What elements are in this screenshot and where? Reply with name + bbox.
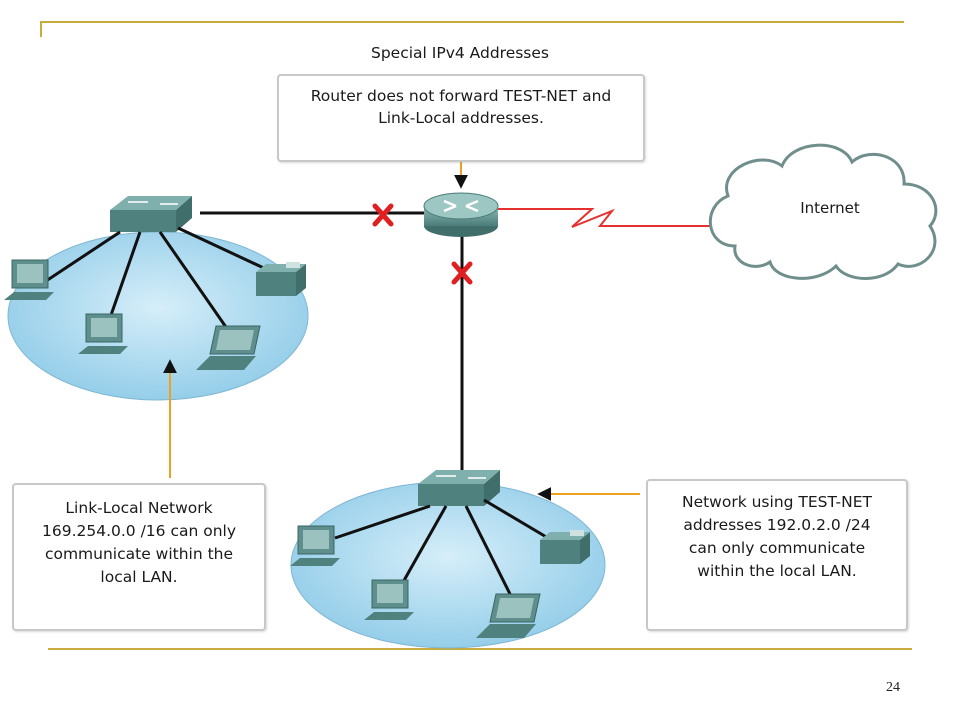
diagram-title: Special IPv4 Addresses xyxy=(371,44,549,62)
test-net-switch-icon xyxy=(418,470,500,506)
link-local-lan-ellipse xyxy=(7,231,309,401)
router-note-line-2: Link-Local addresses. xyxy=(378,109,544,127)
link-local-switch-icon xyxy=(110,196,192,232)
cable xyxy=(483,498,549,540)
page-number: 24 xyxy=(886,680,900,695)
router-note-line-1: Router does not forward TEST-NET and xyxy=(310,87,612,105)
pc-icon xyxy=(364,579,414,620)
frame-top-tick xyxy=(40,21,42,37)
internet-label: Internet xyxy=(800,199,860,217)
printer-icon xyxy=(256,262,306,296)
internet-cloud-icon xyxy=(709,143,938,280)
cable xyxy=(108,231,142,319)
cable xyxy=(158,231,230,331)
printer-icon xyxy=(540,530,590,564)
router-icon xyxy=(423,192,499,237)
frame-top-line xyxy=(40,21,904,23)
pc-icon xyxy=(78,313,128,354)
link-local-note-line-4: local LAN. xyxy=(100,568,178,586)
link-local-note-line-3: communicate within the xyxy=(44,545,234,563)
cable xyxy=(39,230,121,287)
wan-link xyxy=(496,208,712,228)
test-net-note: Network using TEST-NET addresses 192.0.2… xyxy=(646,479,908,631)
laptop-icon xyxy=(476,593,541,638)
pc-icon xyxy=(4,259,54,300)
blocked-test-net-x-icon xyxy=(451,261,473,285)
test-net-note-line-2: addresses 192.0.2.0 /24 xyxy=(683,516,871,534)
blocked-link-local-x-icon xyxy=(372,203,394,227)
cable xyxy=(464,505,514,599)
link-local-note: Link-Local Network 169.254.0.0 /16 can o… xyxy=(12,483,266,631)
link-local-note-line-2: 169.254.0.0 /16 can only xyxy=(41,522,237,540)
cable xyxy=(177,226,269,272)
pc-icon xyxy=(290,525,340,566)
test-net-note-line-4: within the local LAN. xyxy=(697,562,857,580)
test-net-note-line-1: Network using TEST-NET xyxy=(681,493,873,511)
test-net-lan-ellipse xyxy=(290,481,606,649)
link-local-note-line-1: Link-Local Network xyxy=(65,499,213,517)
cable xyxy=(400,505,448,585)
cable xyxy=(334,504,431,540)
router-note: Router does not forward TEST-NET and Lin… xyxy=(277,74,645,162)
laptop-icon xyxy=(196,325,261,370)
test-net-note-line-3: can only communicate xyxy=(688,539,866,557)
frame-bottom-line xyxy=(48,648,912,650)
